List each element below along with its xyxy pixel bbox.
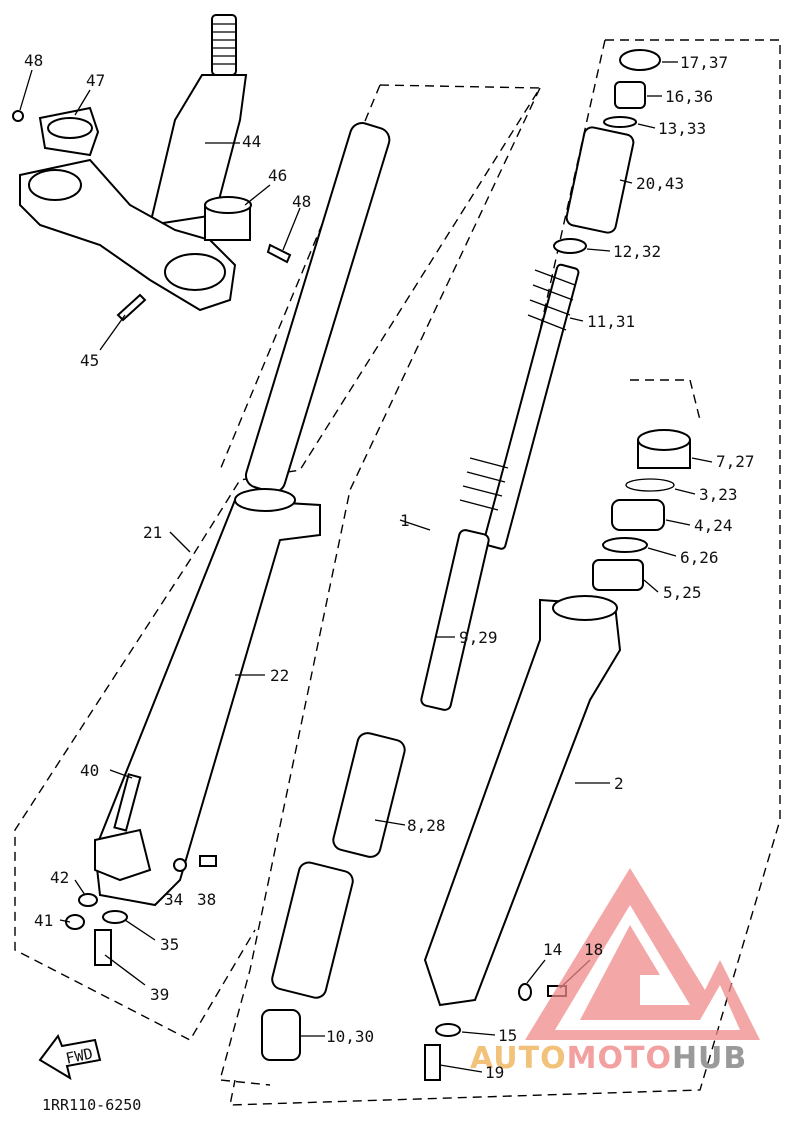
washer-15 <box>435 1023 461 1037</box>
axle-clamp-left <box>94 828 152 882</box>
label-39: 39 <box>150 985 169 1004</box>
boundary-left <box>14 84 542 1041</box>
damper-cylinder-9 <box>420 529 490 711</box>
label-48a: 48 <box>24 51 43 70</box>
washer-14 <box>518 983 532 1001</box>
bolt-38 <box>199 855 217 867</box>
watermark-auto: AUTO <box>470 1041 567 1076</box>
washer-12 <box>553 238 587 254</box>
fwd-arrow: FWD <box>38 1033 102 1081</box>
label-3-23: 3,23 <box>699 485 738 504</box>
label-20-43: 20,43 <box>636 174 684 193</box>
damper-rod-1 <box>482 263 580 550</box>
fwd-label: FWD <box>64 1044 94 1067</box>
sleeve-8 <box>332 732 406 858</box>
label-16-36: 16,36 <box>665 87 713 106</box>
label-18: 18 <box>584 940 603 959</box>
part-labels: 48 47 44 46 48 45 17,37 16,36 13,33 20,4… <box>24 51 755 1082</box>
label-22: 22 <box>270 666 289 685</box>
label-46: 46 <box>268 166 287 185</box>
label-12-32: 12,32 <box>613 242 661 261</box>
inner-tube-left <box>244 122 391 494</box>
bolt-19 <box>424 1044 441 1081</box>
label-6-26: 6,26 <box>680 548 719 567</box>
label-19: 19 <box>485 1063 504 1082</box>
bolt-48b <box>266 243 292 264</box>
label-42: 42 <box>50 868 69 887</box>
label-38: 38 <box>197 890 216 909</box>
cap-17 <box>619 49 661 71</box>
outer-tube-22 <box>93 498 321 907</box>
bolt-39 <box>94 929 112 966</box>
watermark-logo <box>525 868 760 1040</box>
spacer-20 <box>565 126 635 234</box>
label-35: 35 <box>160 935 179 954</box>
label-44: 44 <box>242 132 261 151</box>
damper-internals <box>261 263 580 1061</box>
watermark-hub: HUB <box>672 1041 747 1076</box>
bolt-45 <box>116 293 147 322</box>
label-8-28: 8,28 <box>407 816 446 835</box>
washer-6 <box>602 537 648 553</box>
assembly-boundaries <box>14 39 781 1106</box>
label-9-29: 9,29 <box>459 628 498 647</box>
bushing-5 <box>592 559 644 591</box>
label-13-33: 13,33 <box>658 119 706 138</box>
label-2: 2 <box>614 774 624 793</box>
washer-34 <box>173 858 187 872</box>
label-5-25: 5,25 <box>663 583 702 602</box>
reference-code: 1RR110-6250 <box>42 1096 141 1114</box>
nut-42 <box>78 893 98 907</box>
label-47: 47 <box>86 71 105 90</box>
label-10-30: 10,30 <box>326 1027 374 1046</box>
watermark-moto: MOTO <box>567 1041 672 1076</box>
cap-bolt-16 <box>614 81 646 109</box>
boundary-center <box>219 84 541 1086</box>
nut-41 <box>65 914 85 930</box>
left-fork-assembly <box>59 122 391 986</box>
label-14: 14 <box>543 940 562 959</box>
label-4-24: 4,24 <box>694 516 733 535</box>
label-41: 41 <box>34 911 53 930</box>
label-1: 1 <box>400 511 410 530</box>
steering-stem-assembly <box>12 14 301 351</box>
bolt-48a <box>12 110 24 122</box>
lower-slider <box>271 861 354 999</box>
bolt-40 <box>113 773 142 832</box>
label-11-31: 11,31 <box>587 312 635 331</box>
clip-3 <box>625 478 675 492</box>
right-fork-assembly <box>423 49 713 1081</box>
label-15: 15 <box>498 1026 517 1045</box>
piece-10 <box>261 1009 301 1061</box>
svg-text:AUTOMOTOHUB: AUTOMOTOHUB <box>470 1041 747 1076</box>
under-bracket-clamp <box>164 253 226 291</box>
o-ring-13 <box>603 116 637 128</box>
label-40: 40 <box>80 761 99 780</box>
watermark: AUTOMOTOHUB <box>470 868 760 1076</box>
label-48b: 48 <box>292 192 311 211</box>
outer-tube-2 <box>423 598 622 1007</box>
boundary-right <box>229 39 781 1106</box>
label-45: 45 <box>80 351 99 370</box>
label-7-27: 7,27 <box>716 452 755 471</box>
label-17-37: 17,37 <box>680 53 728 72</box>
seal-4 <box>611 499 665 531</box>
label-34: 34 <box>164 890 183 909</box>
label-21: 21 <box>143 523 162 542</box>
washer-35 <box>102 910 128 924</box>
